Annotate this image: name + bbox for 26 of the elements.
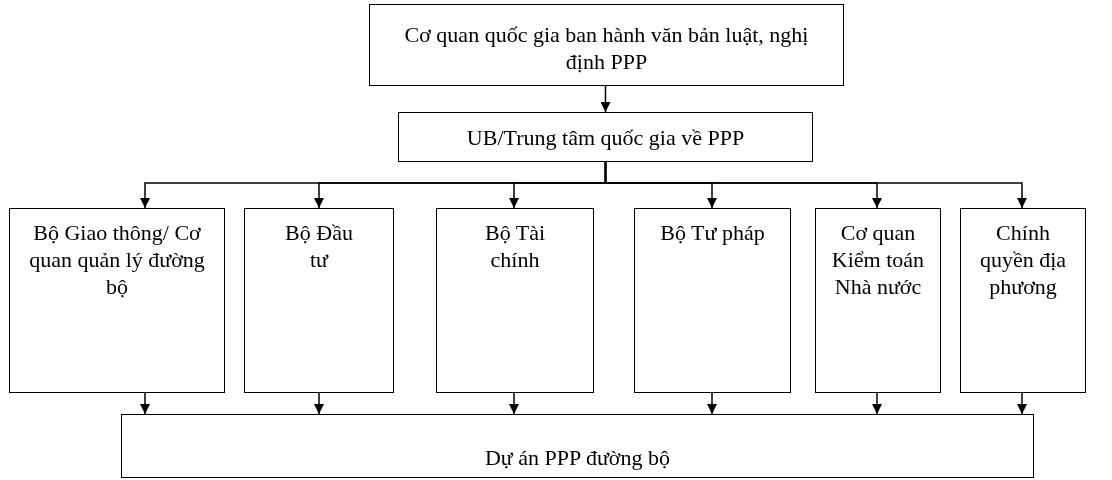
arrow (509, 392, 519, 415)
arrow (600, 85, 611, 113)
arrow (707, 392, 717, 415)
org-box (398, 112, 813, 162)
box-label: Cơ quan quốc gia ban hành văn bản luật, nghị định PPP (403, 21, 810, 75)
org-box (960, 208, 1086, 393)
box-label: Bộ Giao thông/ Cơ quan quản lý đường bộ (28, 219, 206, 300)
org-box (369, 4, 844, 86)
org-box (436, 208, 594, 393)
box-label: Bộ Tài chính (483, 219, 547, 273)
arrow (314, 392, 324, 415)
org-box (634, 208, 791, 393)
arrow (604, 161, 1027, 209)
org-box (815, 208, 941, 393)
box-label: Bộ Tư pháp (660, 219, 765, 246)
box-label: UB/Trung tâm quốc gia về PPP (466, 123, 745, 151)
box-label: Cơ quan Kiểm toán Nhà nước (830, 219, 926, 300)
arrow (140, 392, 150, 415)
box-label: Dự án PPP đường bộ (485, 444, 670, 472)
org-box (244, 208, 394, 393)
org-box (121, 414, 1034, 478)
box-label: Chính quyền địa phương (978, 219, 1068, 300)
org-box (9, 208, 225, 393)
arrow (1017, 392, 1027, 415)
arrow (872, 392, 882, 415)
box-label: Bộ Đầu tư (284, 219, 354, 273)
